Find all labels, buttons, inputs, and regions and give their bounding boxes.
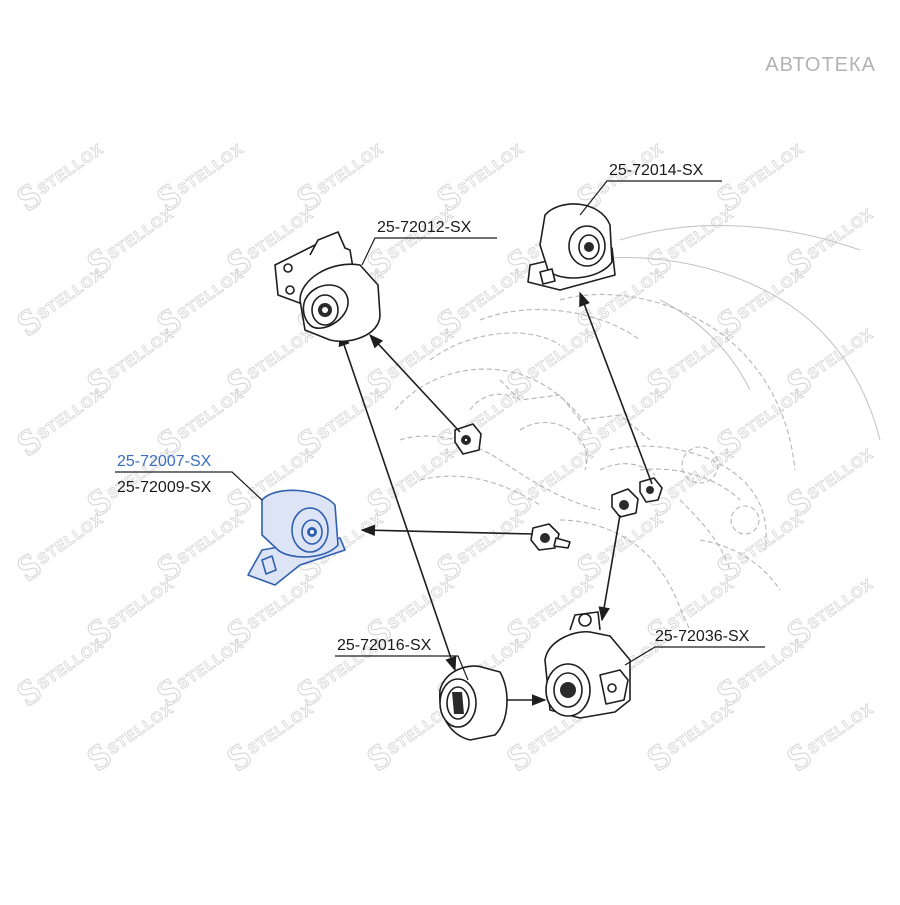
part-label-25-72007-sx: 25-72007-SX bbox=[117, 453, 212, 470]
svg-text:STELLOX: STELLOX bbox=[315, 385, 387, 443]
svg-text:STELLOX: STELLOX bbox=[595, 385, 667, 443]
svg-text:STELLOX: STELLOX bbox=[665, 325, 737, 383]
part-label-25-72014-sx: 25-72014-SX bbox=[609, 162, 704, 179]
part-25-72012-sx bbox=[274, 231, 381, 342]
svg-text:STELLOX: STELLOX bbox=[525, 325, 597, 383]
svg-text:STELLOX: STELLOX bbox=[385, 575, 457, 633]
svg-text:STELLOX: STELLOX bbox=[105, 575, 177, 633]
svg-text:STELLOX: STELLOX bbox=[315, 140, 387, 198]
svg-text:STELLOX: STELLOX bbox=[735, 140, 807, 198]
part-label-25-72012-sx: 25-72012-SX bbox=[377, 219, 472, 236]
svg-text:STELLOX: STELLOX bbox=[455, 265, 527, 323]
svg-text:STELLOX: STELLOX bbox=[105, 325, 177, 383]
svg-text:STELLOX: STELLOX bbox=[35, 140, 107, 198]
svg-text:STELLOX: STELLOX bbox=[665, 700, 737, 758]
part-25-72007-sx bbox=[247, 489, 346, 586]
engine-bay-outline bbox=[394, 225, 881, 631]
svg-text:STELLOX: STELLOX bbox=[175, 140, 247, 198]
svg-text:STELLOX: STELLOX bbox=[385, 325, 457, 383]
svg-text:STELLOX: STELLOX bbox=[35, 635, 107, 693]
svg-text:STELLOX: STELLOX bbox=[175, 385, 247, 443]
svg-text:STELLOX: STELLOX bbox=[175, 635, 247, 693]
bay-mount-right bbox=[611, 477, 663, 518]
svg-text:STELLOX: STELLOX bbox=[175, 265, 247, 323]
label-leaders bbox=[115, 180, 765, 681]
part-label-25-72016-sx: 25-72016-SX bbox=[337, 637, 432, 654]
part-25-72014-sx bbox=[527, 203, 616, 291]
svg-text:STELLOX: STELLOX bbox=[455, 140, 527, 198]
svg-text:STELLOX: STELLOX bbox=[35, 265, 107, 323]
svg-text:STELLOX: STELLOX bbox=[665, 575, 737, 633]
svg-text:STELLOX: STELLOX bbox=[105, 700, 177, 758]
brand-logo-text: АВТОТЕКА bbox=[765, 54, 876, 76]
svg-text:STELLOX: STELLOX bbox=[35, 510, 107, 568]
svg-text:STELLOX: STELLOX bbox=[35, 385, 107, 443]
svg-text:STELLOX: STELLOX bbox=[105, 205, 177, 263]
svg-text:STELLOX: STELLOX bbox=[175, 510, 247, 568]
svg-text:STELLOX: STELLOX bbox=[245, 325, 317, 383]
svg-text:STELLOX: STELLOX bbox=[735, 385, 807, 443]
svg-text:STELLOX: STELLOX bbox=[735, 265, 807, 323]
svg-text:STELLOX: STELLOX bbox=[245, 575, 317, 633]
svg-text:STELLOX: STELLOX bbox=[805, 445, 877, 503]
svg-text:STELLOX: STELLOX bbox=[665, 205, 737, 263]
part-label-25-72036-sx: 25-72036-SX bbox=[655, 628, 750, 645]
svg-text:STELLOX: STELLOX bbox=[805, 205, 877, 263]
part-25-72036-sx bbox=[544, 611, 631, 719]
svg-text:STELLOX: STELLOX bbox=[805, 700, 877, 758]
part-label-25-72009-sx: 25-72009-SX bbox=[117, 479, 212, 496]
svg-text:STELLOX: STELLOX bbox=[455, 510, 527, 568]
bay-mount-left bbox=[530, 523, 571, 551]
svg-text:STELLOX: STELLOX bbox=[735, 510, 807, 568]
svg-text:STELLOX: STELLOX bbox=[595, 510, 667, 568]
bay-mount-top bbox=[454, 423, 482, 455]
svg-text:STELLOX: STELLOX bbox=[245, 700, 317, 758]
svg-text:STELLOX: STELLOX bbox=[805, 575, 877, 633]
part-25-72016-sx bbox=[439, 665, 508, 741]
pointer-arrows bbox=[338, 291, 653, 706]
svg-text:STELLOX: STELLOX bbox=[665, 445, 737, 503]
